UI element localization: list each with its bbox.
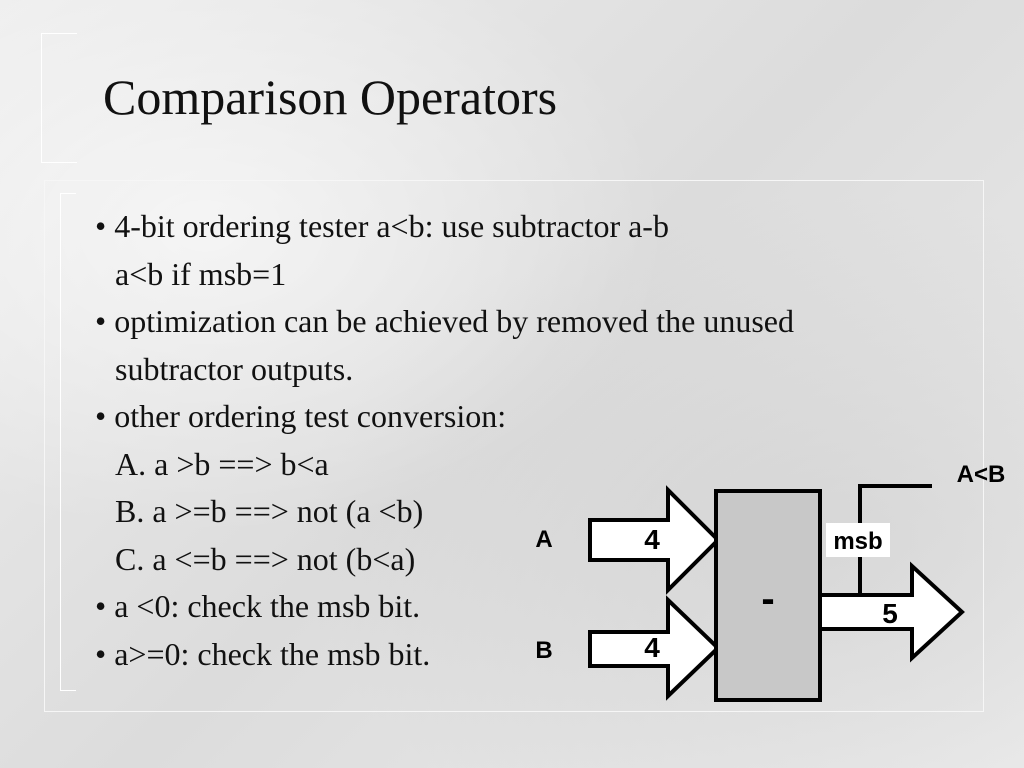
- bullet-line-2: a<b if msb=1: [115, 255, 287, 292]
- input-a-label: A: [535, 526, 552, 553]
- msb-tap-line: [858, 484, 932, 595]
- msb-label: msb: [833, 528, 882, 555]
- bullet-line-8: C. a <=b ==> not (b<a): [115, 540, 416, 577]
- bullet-line-9: • a <0: check the msb bit.: [95, 588, 421, 624]
- bullet-line-1: • 4-bit ordering tester a<b: use subtrac…: [95, 208, 669, 244]
- bullet-list: • 4-bit ordering tester a<b: use subtrac…: [95, 203, 794, 678]
- result-label: A<B: [957, 461, 1006, 488]
- decorative-frame-top: [41, 33, 77, 163]
- input-a-arrow: [588, 485, 721, 595]
- operator-symbol: -: [761, 577, 774, 621]
- bullet-line-10: • a>=0: check the msb bit.: [95, 635, 431, 672]
- slide-title: Comparison Operators: [103, 69, 558, 125]
- bullet-line-7: B. a >=b ==> not (a <b): [115, 493, 424, 529]
- bullet-line-3: • optimization can be achieved by remove…: [95, 303, 794, 339]
- output-width-label: 5: [882, 598, 898, 629]
- decorative-frame-bottom: [60, 193, 76, 691]
- msb-label-background: [826, 523, 890, 557]
- output-arrow: [818, 561, 965, 663]
- input-b-arrow: [588, 595, 721, 701]
- bullet-line-5: • other ordering test conversion:: [95, 398, 507, 434]
- subtractor-box: [714, 489, 822, 702]
- input-b-label: B: [535, 637, 552, 664]
- input-a-width-label: 4: [644, 524, 660, 555]
- content-frame: [44, 180, 984, 712]
- input-b-width-label: 4: [644, 632, 660, 663]
- bullet-line-6: A. a >b ==> b<a: [115, 445, 329, 482]
- bullet-line-4: subtractor outputs.: [115, 350, 354, 387]
